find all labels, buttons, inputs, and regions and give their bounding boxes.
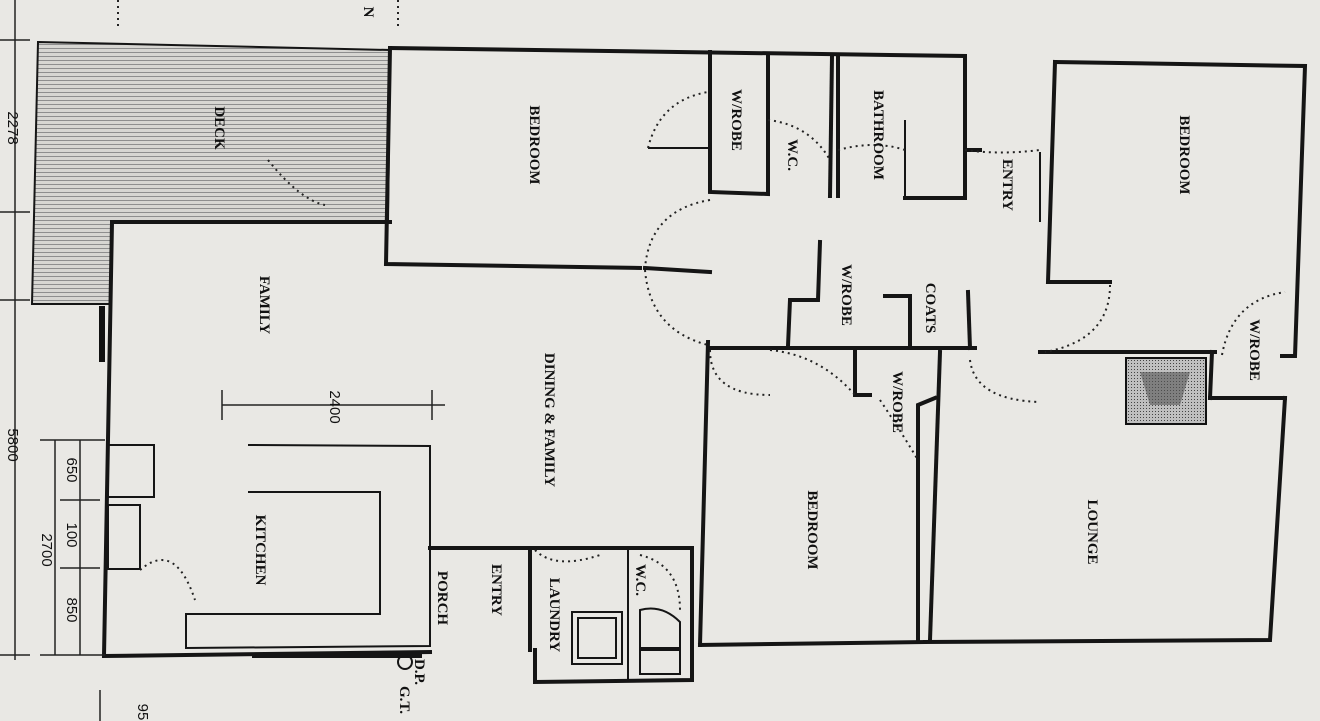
door-swing <box>639 554 681 611</box>
bathroom-label: BATHROOM <box>870 90 886 180</box>
fireplace-hearth <box>1140 372 1190 405</box>
door-swing <box>139 559 196 601</box>
dim-650: 650 <box>63 457 80 482</box>
dim-5800: 5800 <box>4 428 21 461</box>
bedroom-top-right-label: BEDROOM <box>1176 115 1192 194</box>
dim-100: 100 <box>63 522 80 547</box>
wrobe-4-label: W/ROBE <box>1246 319 1262 381</box>
door-swing <box>644 199 711 269</box>
coats-label: COATS <box>922 283 938 334</box>
wrobe-3-label: W/ROBE <box>889 371 905 433</box>
wall-wrobe-1 <box>708 50 770 197</box>
wall-wc-1 <box>827 53 835 199</box>
laundry-tub <box>571 611 623 665</box>
deck-hatch <box>32 42 390 304</box>
wall-wrobe-2 <box>785 239 823 349</box>
wall-west <box>101 219 433 659</box>
dp-label: D.P. <box>411 659 427 685</box>
lounge-label: LOUNGE <box>1084 499 1100 564</box>
dim-2400: 2400 <box>326 390 343 423</box>
wall-wrobe-3 <box>853 350 872 397</box>
dim-850: 850 <box>63 597 80 622</box>
entry-main-label: ENTRY <box>999 159 1015 211</box>
wall-laundry <box>428 546 694 685</box>
door-swing <box>647 91 709 149</box>
deck-label: DECK <box>211 106 227 150</box>
wall-east <box>922 395 1288 645</box>
laundry-tub-inner <box>577 617 617 659</box>
kitchen-label: KITCHEN <box>252 515 268 586</box>
wall-northeast <box>1052 59 1308 358</box>
gt-label: G.T. <box>396 686 412 714</box>
door-swing <box>969 359 1041 403</box>
edge-n-label: N <box>360 7 376 18</box>
dining-family-label: DINING & FAMILY <box>541 353 557 487</box>
bedroom-bottom-label: BEDROOM <box>804 490 820 569</box>
door-swing <box>769 349 856 396</box>
wrobe-2-label: W/ROBE <box>838 264 854 326</box>
bedroom-top-left-label: BEDROOM <box>526 105 542 184</box>
kitchen-bench <box>185 444 431 650</box>
wall-bath-fixture <box>904 120 952 199</box>
door-swing <box>837 144 906 151</box>
wall-coats <box>883 294 912 348</box>
toilet-cistern <box>639 649 681 675</box>
toilet <box>639 607 681 649</box>
door-swing <box>1221 291 1286 356</box>
wall-lounge-west <box>927 349 943 643</box>
laundry-label: LAUNDRY <box>546 578 562 653</box>
kitchen-cupboard <box>107 504 141 570</box>
door-swing <box>267 159 326 206</box>
downpipe <box>397 654 413 670</box>
door-swing <box>767 119 831 161</box>
dim-2700: 2700 <box>38 533 55 566</box>
family-label: FAMILY <box>256 276 272 335</box>
dim-2278: 2278 <box>4 111 21 144</box>
kitchen-cupboard <box>107 444 155 498</box>
porch-label: PORCH <box>434 571 450 625</box>
wall-sliding-door <box>642 265 713 275</box>
wall-fireplace <box>1207 349 1215 401</box>
entry-side-label: ENTRY <box>488 564 504 616</box>
door-swing <box>1044 284 1111 353</box>
wall-bedroom-east <box>916 395 938 642</box>
wall-south-east <box>697 639 928 648</box>
wc-2-label: W.C. <box>632 564 648 596</box>
wall-coats-right <box>965 289 973 351</box>
dim-95: 95 <box>134 704 151 721</box>
wc-1-label: W.C. <box>784 139 800 171</box>
wall-bedroom-tr <box>1045 59 1112 284</box>
wall-dining-east <box>697 339 711 648</box>
wrobe-1-label: W/ROBE <box>728 89 744 151</box>
door-swing <box>644 269 709 346</box>
wall-bedroom-tl <box>383 45 643 271</box>
door-swing <box>709 349 771 396</box>
door-swing <box>534 549 601 563</box>
door-swing <box>964 149 1041 154</box>
door-swing <box>879 399 919 461</box>
